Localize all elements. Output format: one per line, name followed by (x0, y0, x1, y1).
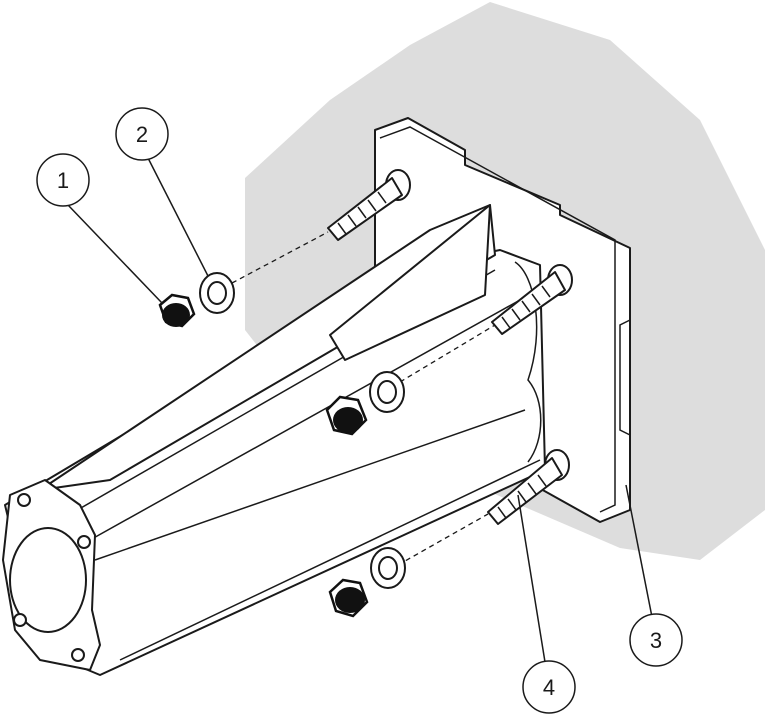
callout-4: 4 (522, 660, 576, 714)
square-tube (4, 204, 546, 676)
leader-line-3 (625, 484, 653, 618)
callout-3: 3 (629, 613, 683, 667)
bolt-bottom (487, 449, 570, 525)
callout-2: 2 (115, 107, 169, 161)
bolt-top (327, 169, 411, 241)
guide-line-middle (399, 324, 496, 383)
washer-top (199, 272, 235, 314)
nut-top (158, 293, 196, 328)
tube-end-flange (2, 479, 101, 671)
washer-middle (369, 371, 405, 413)
leader-line-2 (147, 157, 209, 277)
nut-middle (325, 395, 368, 436)
callout-4-label: 4 (543, 675, 555, 700)
callout-3-label: 3 (650, 628, 662, 653)
bolt-middle (491, 264, 573, 335)
leader-line-1 (67, 204, 163, 304)
callout-2-label: 2 (136, 122, 148, 147)
washer-bottom (370, 547, 406, 589)
nut-bottom (328, 578, 369, 618)
guide-line-top (231, 231, 329, 284)
callout-1: 1 (36, 153, 90, 207)
callout-1-label: 1 (57, 168, 69, 193)
leader-line-4 (517, 494, 546, 663)
